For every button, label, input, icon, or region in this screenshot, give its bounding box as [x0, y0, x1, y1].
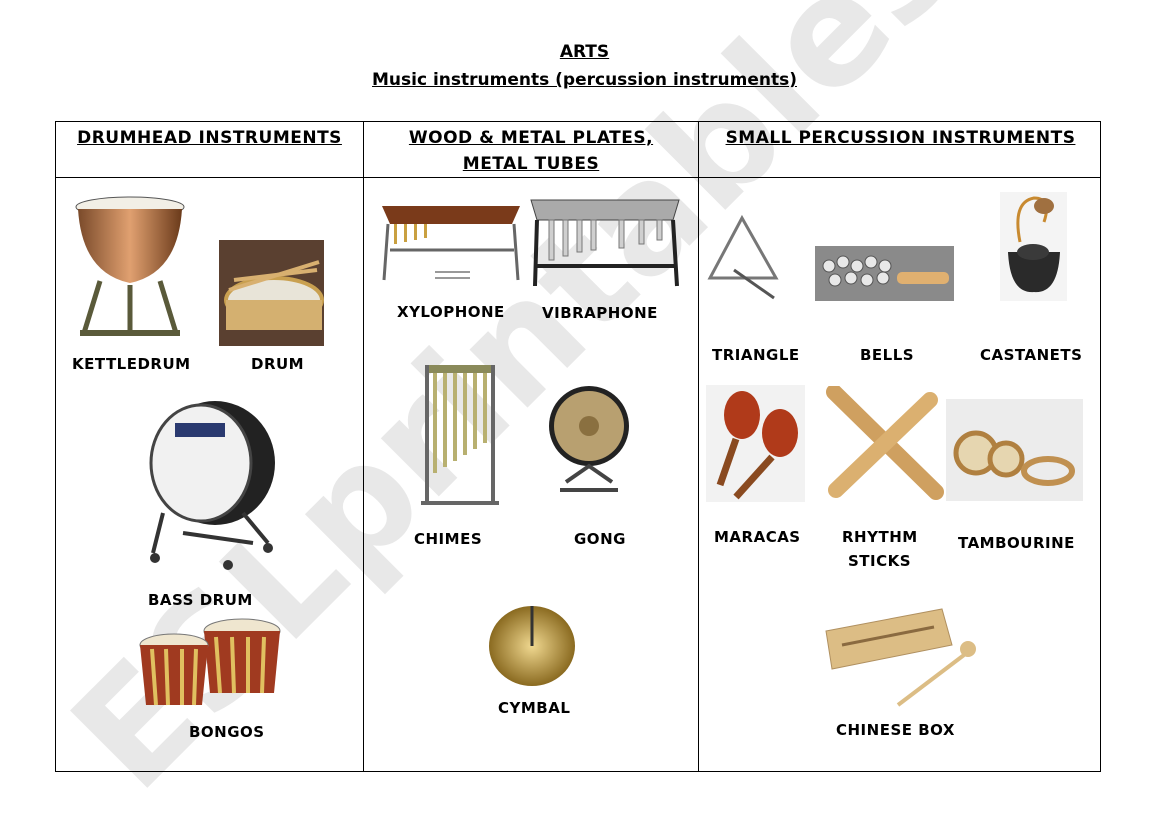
label-drum: DRUM [251, 355, 305, 373]
triangle-image [707, 214, 779, 300]
label-triangle: TRIANGLE [712, 346, 800, 364]
label-xylophone: XYLOPHONE [397, 303, 505, 321]
column-heading-drumhead: DRUMHEAD INSTRUMENTS [77, 128, 342, 148]
column-divider [698, 122, 699, 771]
label-bells: BELLS [860, 346, 915, 364]
chinese-box-image [825, 608, 976, 707]
column-divider [363, 122, 364, 771]
xylophone-image [382, 206, 520, 281]
header-divider [56, 177, 1100, 178]
bongos-image [139, 618, 281, 706]
cymbal-image [489, 606, 575, 686]
label-maracas: MARACAS [714, 528, 801, 546]
label-bongos: BONGOS [189, 723, 265, 741]
chimes-image [421, 365, 499, 505]
maracas-image [706, 385, 805, 502]
label-chimes: CHIMES [414, 530, 483, 548]
label-tambourine: TAMBOURINE [958, 534, 1075, 552]
gong-image [549, 386, 629, 492]
label-sticks: STICKS [848, 552, 912, 570]
heading-line: WOOD & METAL PLATES, [408, 128, 654, 148]
label-gong: GONG [574, 530, 626, 548]
label-castanets: CASTANETS [980, 346, 1083, 364]
page-subject: ARTS [559, 42, 610, 62]
label-cymbal: CYMBAL [498, 699, 571, 717]
bells-image [815, 246, 954, 301]
heading-line: METAL TUBES [462, 154, 600, 174]
column-heading-plates: WOOD & METAL PLATES, METAL TUBES [364, 125, 698, 177]
drum-image [219, 240, 324, 346]
castanets-image [1000, 192, 1067, 301]
label-rhythm: RHYTHM [842, 528, 918, 546]
column-heading-small: SMALL PERCUSSION INSTRUMENTS [725, 128, 1076, 148]
label-bass-drum: BASS DRUM [148, 591, 253, 609]
vibraphone-image [530, 199, 680, 287]
instrument-table: DRUMHEAD INSTRUMENTS WOOD & METAL PLATES… [55, 121, 1101, 772]
page-topic: Music instruments (percussion instrument… [372, 70, 797, 90]
rhythm-sticks-image [826, 386, 944, 500]
tambourine-image [946, 399, 1083, 501]
label-chinese-box: CHINESE BOX [836, 721, 955, 739]
bass-drum-image [149, 401, 275, 570]
label-vibraphone: VIBRAPHONE [542, 304, 658, 322]
kettledrum-image [75, 196, 185, 336]
label-kettledrum: KETTLEDRUM [72, 355, 191, 373]
